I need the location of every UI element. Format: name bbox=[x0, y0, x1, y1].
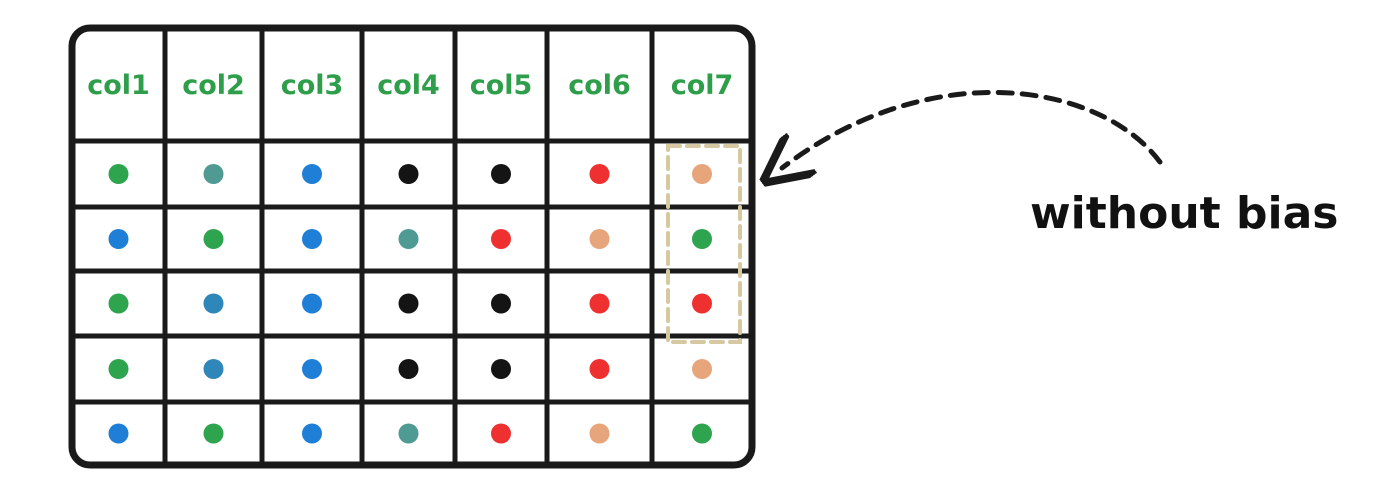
column-header-col3: col3 bbox=[281, 70, 344, 101]
dot-teal bbox=[203, 164, 224, 184]
dot-red bbox=[589, 359, 610, 379]
column-header-col4: col4 bbox=[377, 70, 440, 101]
without-bias-label: without bias bbox=[1030, 188, 1338, 239]
column-highlight-box bbox=[666, 144, 742, 344]
dot-black bbox=[398, 164, 419, 184]
dot-red bbox=[589, 293, 610, 314]
column-header-col1: col1 bbox=[87, 70, 150, 101]
dot-red bbox=[692, 293, 712, 314]
dot-green bbox=[203, 229, 224, 249]
dot-black bbox=[491, 293, 511, 314]
dot-peach bbox=[692, 359, 712, 379]
dot-blue bbox=[302, 293, 322, 314]
dot-black bbox=[491, 164, 511, 184]
dot-blue bbox=[108, 229, 129, 249]
column-header-col5: col5 bbox=[470, 70, 533, 101]
dot-green bbox=[108, 164, 129, 184]
table-header: col1 col2 col3 col4 col5 col6 col7 bbox=[87, 70, 733, 101]
dot-steel bbox=[203, 293, 224, 314]
dot-teal bbox=[398, 423, 419, 444]
dot-green bbox=[108, 293, 129, 314]
dashed-arrow bbox=[782, 90, 1163, 168]
dot-peach bbox=[589, 229, 610, 249]
column-header-col6: col6 bbox=[568, 70, 631, 101]
dot-black bbox=[491, 359, 511, 379]
dot-blue bbox=[302, 229, 322, 249]
dot-red bbox=[589, 164, 610, 184]
dot-green bbox=[203, 423, 224, 444]
table-outer-border bbox=[68, 24, 756, 469]
dot-blue bbox=[302, 423, 322, 444]
dot-blue bbox=[302, 164, 322, 184]
column-header-col2: col2 bbox=[182, 70, 245, 101]
dot-red bbox=[491, 423, 511, 444]
dot-green bbox=[108, 359, 129, 379]
column-header-col7: col7 bbox=[671, 70, 734, 101]
dot-peach bbox=[692, 164, 712, 184]
table-body bbox=[108, 164, 712, 444]
dot-blue bbox=[302, 359, 322, 379]
dot-black bbox=[398, 359, 419, 379]
dot-blue bbox=[108, 423, 129, 444]
dot-peach bbox=[589, 423, 610, 444]
dot-green bbox=[692, 229, 712, 249]
dot-steel bbox=[203, 359, 224, 379]
table-grid bbox=[68, 24, 756, 469]
dot-red bbox=[491, 229, 511, 249]
dot-green bbox=[692, 423, 712, 444]
dot-black bbox=[398, 293, 419, 314]
dot-teal bbox=[398, 229, 419, 249]
